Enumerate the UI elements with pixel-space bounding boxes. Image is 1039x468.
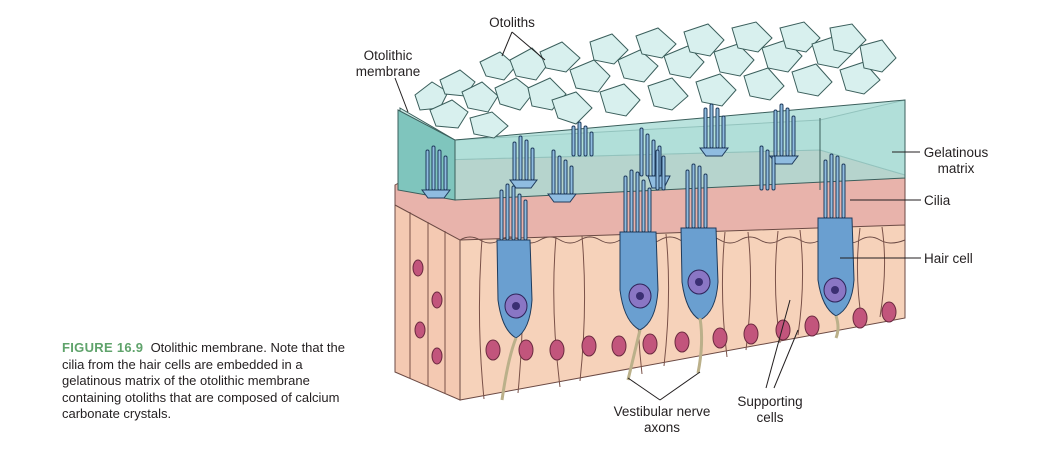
cilia-bundle [421, 145, 451, 199]
cilia-bundle [623, 169, 652, 233]
figure-caption-text: Otolithic membrane. Note that the cilia … [62, 340, 345, 421]
label-hair-cell: Hair cell [924, 251, 973, 266]
cilia-bundle [685, 163, 708, 229]
cilia-bundle [699, 103, 729, 157]
label-supporting-cells-2: cells [756, 410, 783, 425]
leader-lines [394, 31, 921, 401]
label-otolithic-membrane-2: membrane [356, 64, 421, 79]
tissue-side-face [459, 224, 906, 401]
cilia-bundle [509, 135, 538, 189]
cilia-bundles [421, 103, 846, 241]
label-cilia: Cilia [924, 193, 951, 208]
supporting-cell-nuclei [412, 259, 897, 365]
hair-cell-4 [817, 217, 855, 339]
hair-cell-2 [619, 231, 659, 381]
hair-cells [496, 217, 855, 401]
figure-number: FIGURE 16.9 [62, 340, 144, 355]
cilia-bundle [823, 153, 846, 219]
label-supporting-cells-1: Supporting [737, 394, 802, 409]
cilia-bundle [547, 149, 577, 203]
cilia-bundle [571, 121, 594, 157]
label-otoliths: Otoliths [489, 15, 535, 30]
label-gelatinous-matrix-2: matrix [938, 161, 975, 176]
label-gelatinous-matrix-1: Gelatinous [924, 145, 989, 160]
hair-cell-1 [496, 239, 533, 401]
label-vestibular-nerve-2: axons [644, 420, 680, 435]
hair-cell-3 [680, 227, 719, 374]
label-otolithic-membrane-1: Otolithic [364, 48, 413, 63]
cilia-bundle [499, 183, 528, 241]
cilia-bundle [639, 127, 671, 191]
figure-caption: FIGURE 16.9 Otolithic membrane. Note tha… [62, 340, 354, 423]
cilia-bundle [759, 145, 776, 191]
diagram-labels: Otoliths Otolithic membrane Gelatinous m… [356, 15, 989, 435]
label-vestibular-nerve-1: Vestibular nerve [614, 404, 711, 419]
otolith-crystals [414, 21, 897, 139]
